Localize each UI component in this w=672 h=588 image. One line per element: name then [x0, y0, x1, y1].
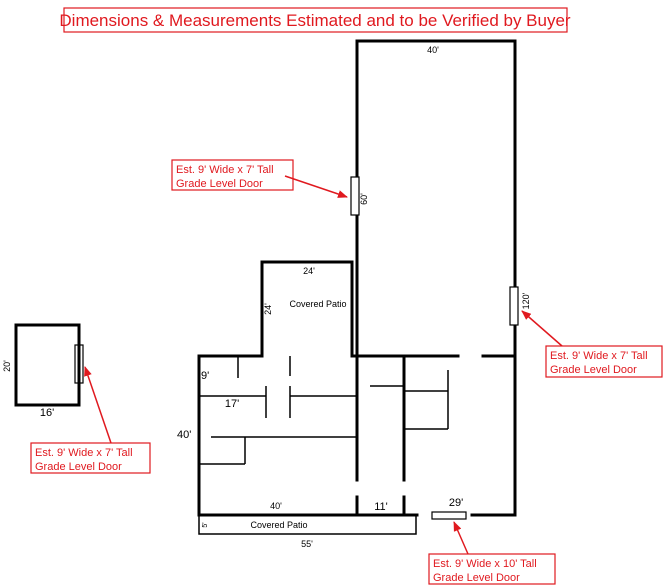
- dim-left-wing-depth: 40': [177, 429, 191, 441]
- dim-shed-depth: 20': [2, 360, 12, 372]
- dim-bottom-mid: 11': [374, 501, 388, 513]
- dim-bottom-total: 55': [301, 539, 313, 549]
- covered-patio-bottom: [198, 514, 417, 535]
- page-title: Dimensions & Measurements Estimated and …: [59, 11, 571, 30]
- svg-text:Est. 9' Wide x 10' Tall: Est. 9' Wide x 10' Tall: [433, 558, 537, 570]
- title-banner: Dimensions & Measurements Estimated and …: [59, 7, 571, 33]
- main-building-walls: [197, 39, 517, 517]
- door-west-upper: [350, 176, 360, 216]
- dim-bottom-left: 40': [270, 501, 282, 511]
- svg-text:Est. 9' Wide x 7' Tall: Est. 9' Wide x 7' Tall: [550, 350, 648, 362]
- callout-upper-left-door: Est. 9' Wide x 7' Tall Grade Level Door: [171, 159, 348, 198]
- door-east: [509, 286, 519, 326]
- interior-partitions: [199, 356, 449, 465]
- shed-building: [14, 323, 81, 407]
- label-covered-patio-top: Covered Patio: [289, 299, 346, 309]
- dim-patio-depth: 24': [263, 303, 273, 315]
- dim-bottom-right: 29': [449, 497, 463, 509]
- callout-bottom-door: Est. 9' Wide x 10' Tall Grade Level Door: [428, 521, 556, 585]
- label-covered-patio-bottom: Covered Patio: [250, 520, 307, 530]
- svg-text:Grade Level Door: Grade Level Door: [550, 364, 637, 376]
- callout-right-door: Est. 9' Wide x 7' Tall Grade Level Door: [521, 310, 663, 378]
- svg-text:Grade Level Door: Grade Level Door: [35, 461, 122, 473]
- svg-text:Est. 9' Wide x 7' Tall: Est. 9' Wide x 7' Tall: [176, 164, 274, 176]
- dim-room-a: 17': [225, 398, 239, 410]
- dim-shed-width: 16': [40, 407, 54, 419]
- dim-patio-width: 24': [303, 266, 315, 276]
- svg-text:Grade Level Door: Grade Level Door: [433, 572, 520, 584]
- svg-text:Grade Level Door: Grade Level Door: [176, 178, 263, 190]
- dim-top-width: 40': [427, 45, 439, 55]
- dim-room-b: 9': [201, 370, 209, 382]
- svg-text:Est. 9' Wide x 7' Tall: Est. 9' Wide x 7' Tall: [35, 447, 133, 459]
- dim-right-height: 120': [521, 292, 531, 309]
- dim-main-height: 60': [359, 193, 369, 205]
- dim-patio-bottom-depth: 5': [202, 522, 209, 527]
- callout-shed-door: Est. 9' Wide x 7' Tall Grade Level Door: [30, 366, 151, 474]
- door-south: [431, 511, 467, 520]
